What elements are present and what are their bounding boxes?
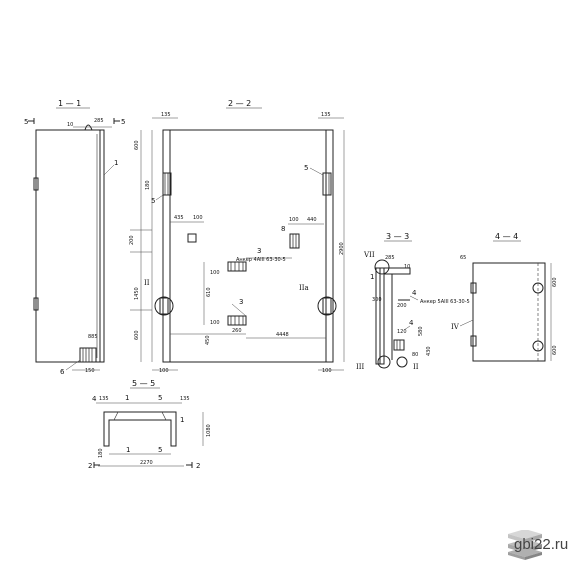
dim-600b-4-4: 600	[552, 345, 558, 355]
dim-2900-2-2: 2900	[339, 242, 345, 255]
mark-4-3-3: 4	[412, 289, 417, 297]
dim-100-2-2: 100	[193, 215, 203, 221]
bottom-block-1-1	[79, 347, 97, 363]
dim-285-1-1: 285	[94, 118, 104, 124]
dim-180-2-2: 180	[145, 180, 151, 190]
mark-3b-2-2: 3	[239, 298, 243, 306]
detail-label-IV: IV	[451, 323, 460, 331]
detail-label-II-3-3: II	[413, 363, 419, 371]
dim-2270-5-5: 2270	[140, 460, 153, 466]
detail-circle-III	[377, 355, 391, 369]
detail-label-II: II	[144, 279, 150, 287]
mark-3a-2-2: 3	[257, 247, 261, 255]
detail-circle-VII	[374, 259, 390, 275]
dim-200-2-2: 200	[129, 235, 135, 245]
dim-285-3-3: 285	[385, 255, 395, 261]
dim-150-1-1: 150	[85, 368, 95, 374]
detail-label-III: III	[356, 363, 365, 371]
dim-100b-2-2: 100	[210, 270, 220, 276]
dim-10-1-1: 10	[67, 122, 73, 128]
panel-section-4-4	[472, 262, 546, 362]
dim-100-bottom-left: 100	[159, 368, 169, 374]
profile-5-5	[103, 411, 177, 447]
dim-600b-2-2: 600	[134, 330, 140, 340]
mark-4-5-5: 4	[92, 395, 97, 403]
brand-logo-icon	[508, 530, 542, 560]
detail-label-VII: VII	[363, 251, 375, 259]
mark-4b-3-3: 4	[409, 319, 414, 327]
dim-135a-5-5: 135	[99, 396, 109, 402]
mark-5a-5-5: 5	[158, 394, 162, 402]
mark-5b-5-5: 5	[158, 446, 162, 454]
cut-mark-5-right: 5	[121, 118, 125, 126]
panel-outline-1-1	[35, 129, 105, 363]
dim-4448-2-2: 4448	[276, 332, 289, 338]
dim-300-3-3: 300	[372, 297, 382, 303]
detail-circle-IIa	[317, 296, 337, 316]
dim-1450-2-2: 1450	[134, 287, 140, 300]
dim-450-2-2: 450	[205, 335, 211, 345]
dim-10-3-3: 10	[404, 264, 410, 270]
section-title-4-4: 4 — 4	[495, 232, 518, 241]
mark-8-2-2: 8	[281, 225, 285, 233]
dim-600-2-2: 600	[134, 140, 140, 150]
dim-200-3-3: 200	[397, 303, 407, 309]
dim-440-2-2: 440	[307, 217, 317, 223]
dim-80-3-3: 80	[412, 352, 418, 358]
dim-120-3-3: 120	[397, 329, 407, 335]
lifting-loop	[84, 124, 93, 131]
mark-6-1-1: 6	[60, 368, 65, 376]
cut-mark-2-right: 2	[196, 462, 200, 470]
mark-1a-5-5: 1	[125, 394, 129, 402]
dim-100-bottom-right: 100	[322, 368, 332, 374]
dim-135b-5-5: 135	[180, 396, 190, 402]
section-4-4: 4 — 4 65 600 600 IV	[451, 232, 558, 362]
cut-mark-2-left: 2	[88, 462, 92, 470]
mark-1c-5-5: 1	[180, 416, 184, 424]
dim-260-2-2: 260	[232, 328, 242, 334]
mark-1b-5-5: 1	[126, 446, 130, 454]
section-title-2-2: 2 — 2	[228, 99, 251, 108]
dim-430-3-3: 430	[426, 346, 432, 356]
dim-180-5-5: 180	[98, 448, 104, 458]
dim-580-3-3: 580	[418, 326, 424, 336]
dim-135-top-right: 135	[321, 112, 331, 118]
mark-1-1-1: 1	[114, 159, 118, 167]
section-1-1: 1 — 1 5 5 10 285 885 150 1 6	[24, 99, 125, 376]
mark-1-3-3: 1	[370, 273, 374, 281]
dim-435-2-2: 435	[174, 215, 184, 221]
section-title-3-3: 3 — 3	[386, 232, 409, 241]
panel-outline-2-2	[162, 129, 334, 363]
section-title-5-5: 5 — 5	[132, 379, 155, 388]
section-2-2: 2 — 2 135 135 600 180 200 1450 600 2900 …	[129, 99, 345, 374]
dim-600-4-4: 600	[552, 277, 558, 287]
brand-site-text[interactable]: gbi22.ru	[514, 536, 569, 553]
dim-885-1-1: 885	[88, 334, 98, 340]
anchor-label-2-2: Анкер 4АIII 63-30-5	[236, 257, 286, 263]
dim-135-top-left: 135	[161, 112, 171, 118]
mark-5-left-2-2: 5	[151, 197, 155, 205]
dim-100c-2-2: 100	[289, 217, 299, 223]
detail-circle-II	[154, 296, 174, 316]
mark-5-right-2-2: 5	[304, 164, 308, 172]
dim-65-4-4: 65	[460, 255, 466, 261]
section-title-1-1: 1 — 1	[58, 99, 81, 108]
detail-label-IIa: IIа	[299, 284, 309, 292]
anchor-label-3-3: Анкер 5АIII 63-30-5	[420, 299, 470, 305]
dim-100d-2-2: 100	[210, 320, 220, 326]
section-5-5: 5 — 5 135 135 4 1 5 1080 180 2270 1 5 1 …	[88, 379, 212, 470]
section-3-3: 3 — 3 VII III II 285 10 300 200 580 120 …	[356, 232, 470, 371]
cut-mark-5-left: 5	[24, 118, 28, 126]
dim-610-2-2: 610	[206, 287, 212, 297]
dim-1080-5-5: 1080	[206, 424, 212, 437]
